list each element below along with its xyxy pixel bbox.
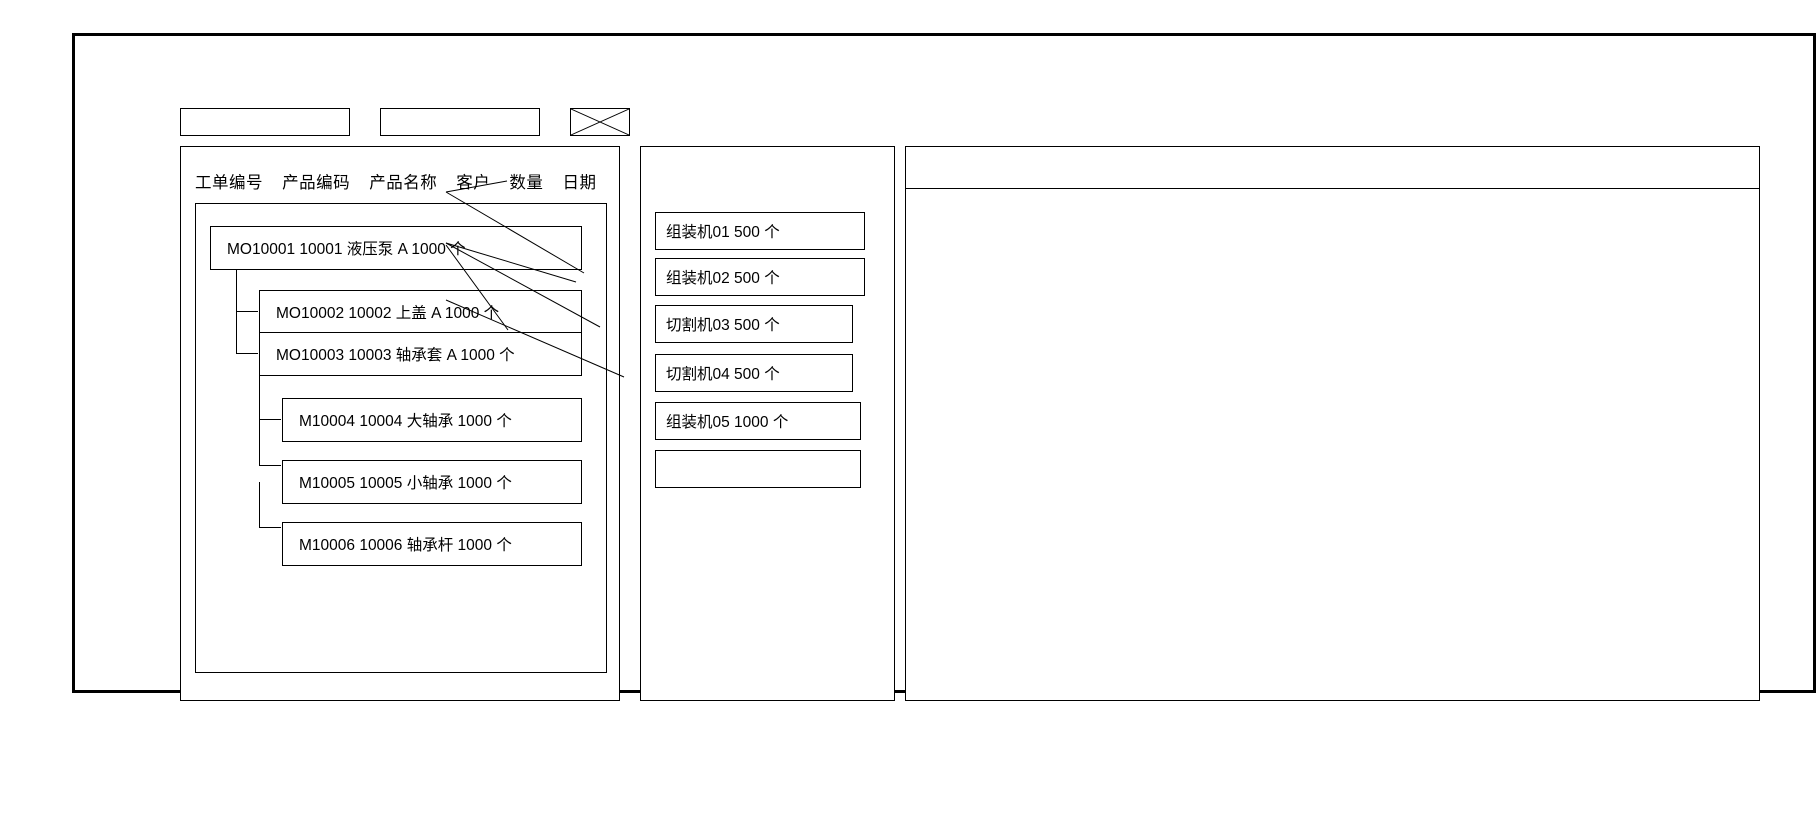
- work-order-tree: MO10001 10001 液压泵 A 1000 个 MO10002 10002…: [195, 203, 607, 673]
- toolbar-input-1[interactable]: [180, 108, 350, 136]
- column-header-order-no: 工单编号: [195, 174, 263, 192]
- list-item[interactable]: 切割机04 500 个: [655, 354, 853, 392]
- detail-panel-header: [906, 147, 1759, 189]
- column-header-date: 日期: [562, 174, 597, 192]
- list-item[interactable]: 组装机02 500 个: [655, 258, 865, 296]
- tree-connector: [259, 482, 283, 528]
- column-header-quantity: 数量: [509, 174, 544, 192]
- list-item[interactable]: 组装机05 1000 个: [655, 402, 861, 440]
- list-item[interactable]: 切割机03 500 个: [655, 305, 853, 343]
- tree-connector: [259, 376, 283, 420]
- tree-connector: [236, 270, 260, 312]
- table-row[interactable]: MO10001 10001 液压泵 A 1000 个: [210, 226, 582, 270]
- work-order-panel: 工单编号 产品编码 产品名称 客户 数量 日期 MO10001 10001 液压…: [180, 146, 620, 701]
- application-window: 工单编号 产品编码 产品名称 客户 数量 日期 MO10001 10001 液压…: [72, 33, 1816, 701]
- table-row[interactable]: M10004 10004 大轴承 1000 个: [282, 398, 582, 442]
- table-row[interactable]: M10005 10005 小轴承 1000 个: [282, 460, 582, 504]
- column-headers: 工单编号 产品编码 产品名称 客户 数量 日期: [195, 169, 610, 193]
- table-row[interactable]: MO10002 10002 上盖 A 1000 个: [259, 290, 582, 334]
- detail-panel-body: [906, 189, 1759, 700]
- list-item[interactable]: 组装机01 500 个: [655, 212, 865, 250]
- toolbar-input-2[interactable]: [380, 108, 540, 136]
- detail-panel: [905, 146, 1760, 701]
- tree-connector: [259, 420, 283, 466]
- table-row[interactable]: M10006 10006 轴承杆 1000 个: [282, 522, 582, 566]
- crossed-box-icon[interactable]: [570, 108, 630, 136]
- column-header-product-name: 产品名称: [369, 174, 438, 192]
- column-header-customer: 客户: [456, 174, 491, 192]
- machine-assignment-panel: 组装机01 500 个 组装机02 500 个 切割机03 500 个 切割机0…: [640, 146, 895, 701]
- list-item-empty[interactable]: [655, 450, 861, 488]
- table-row[interactable]: MO10003 10003 轴承套 A 1000 个: [259, 332, 582, 376]
- tree-connector: [236, 312, 260, 354]
- column-header-product-code: 产品编码: [282, 174, 351, 192]
